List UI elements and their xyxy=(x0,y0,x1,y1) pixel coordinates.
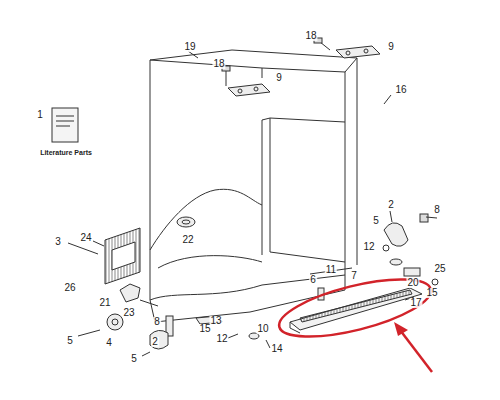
callout-number: 19 xyxy=(183,42,196,52)
callout-number: 6 xyxy=(309,275,317,285)
callout-number: 8 xyxy=(153,317,161,327)
callout-number: 15 xyxy=(425,288,438,298)
callout-number: 16 xyxy=(394,85,407,95)
callout-number: 5 xyxy=(130,354,138,364)
callout-number: 24 xyxy=(79,233,92,243)
callout-number: 3 xyxy=(54,237,62,247)
callout-number: 23 xyxy=(122,308,135,318)
callout-number: 25 xyxy=(433,264,446,274)
callout-number: 9 xyxy=(275,73,283,83)
callout-number: 5 xyxy=(372,216,380,226)
callout-number: 26 xyxy=(63,283,76,293)
callout-number: 12 xyxy=(362,242,375,252)
callout-number: 14 xyxy=(270,344,283,354)
callout-number: 15 xyxy=(198,324,211,334)
callout-number: 2 xyxy=(151,337,159,347)
callout-number: 1 xyxy=(36,110,44,120)
callout-number: 5 xyxy=(66,336,74,346)
callout-number: 18 xyxy=(212,59,225,69)
callout-number: 22 xyxy=(181,235,194,245)
callout-number: 7 xyxy=(350,271,358,281)
callout-number: 21 xyxy=(98,298,111,308)
callout-number: 10 xyxy=(256,324,269,334)
callout-number: 8 xyxy=(433,205,441,215)
callout-number: 20 xyxy=(406,278,419,288)
callout-number: 11 xyxy=(325,265,337,275)
callout-number: 17 xyxy=(409,298,422,308)
callout-number: 18 xyxy=(304,31,317,41)
callout-number: 9 xyxy=(387,42,395,52)
callout-number: 2 xyxy=(387,200,395,210)
part-caption: Literature Parts xyxy=(39,149,93,156)
callout-number: 4 xyxy=(105,338,113,348)
callout-number: 12 xyxy=(215,334,228,344)
